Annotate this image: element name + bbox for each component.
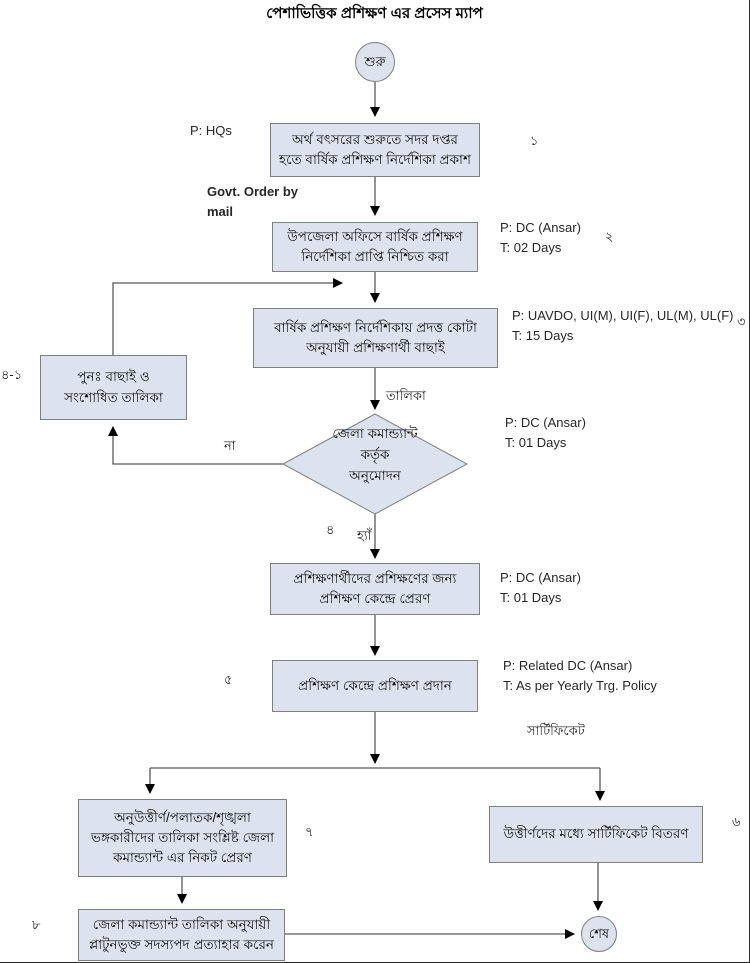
annotation-send-time: T: 01 Days <box>500 589 562 605</box>
annotation-approve-performer: P: DC (Ansar) <box>505 415 586 430</box>
step-withdraw-membership: জেলা কমান্ড্যান্ট তালিকা অনুযায়ী প্লাটু… <box>78 909 285 961</box>
step-number-3: ৩ <box>737 314 746 329</box>
decision-line-1: জেলা কমান্ড্যান্ট <box>332 426 418 441</box>
connector-revise-feedback <box>112 278 343 355</box>
step-training: প্রশিক্ষণ কেন্দ্রে প্রশিক্ষণ প্রদান <box>272 660 478 712</box>
step-number-5: ৫ <box>224 672 233 687</box>
annotation-send-performer: P: DC (Ansar) <box>500 570 581 585</box>
step-number-8: ৮ <box>32 917 41 932</box>
step-number-2: ২ <box>605 229 614 244</box>
page-title: পেশাভিত্তিক প্রশিক্ষণ এর প্রসেস ম্যাপ <box>266 5 483 22</box>
annotation-govt-order: Govt. Order by mail <box>207 184 299 219</box>
annotation-receive-time: T: 02 Days <box>500 239 562 255</box>
edge-label-no: না <box>224 438 236 453</box>
annotation-training-time: T: As per Yearly Trg. Policy <box>503 677 657 693</box>
start-terminal: শুরু <box>355 42 395 82</box>
annotation-training: P: Related DC (Ansar) T: As per Yearly T… <box>503 656 657 695</box>
connector-decision-no-to-revise <box>108 426 283 465</box>
step-number-1: ১ <box>530 133 539 148</box>
annotation-approve-time: T: 01 Days <box>505 434 567 450</box>
annotation-receive-performer: P: DC (Ansar) <box>500 220 581 235</box>
annotation-publish: P: HQs <box>190 121 232 141</box>
step-fail-list: অনুউত্তীর্ণ/পলাতক/শৃঙ্খলা ভঙ্গকারীদের তা… <box>78 799 287 877</box>
step-revise-list: পুনঃ বাছাই ও সংশোধিত তালিকা <box>40 355 187 420</box>
annotation-select-performer: P: UAVDO, UI(M), UI(F), UL(M), UL(F) <box>512 308 734 323</box>
step-receive-guideline: উপজেলা অফিসে বার্ষিক প্রশিক্ষণ নির্দেশিক… <box>272 222 478 272</box>
annotation-receive: P: DC (Ansar) T: 02 Days <box>500 218 581 257</box>
annotation-select-time: T: 15 Days <box>512 327 574 343</box>
step-distribute-certificates: উত্তীর্ণদের মধ্যে সার্টিফিকেট বিতরণ <box>489 806 703 863</box>
step-publish-guideline: অর্থ বৎসরের শুরুতে সদর দপ্তর হতে বার্ষিক… <box>270 123 480 177</box>
annotation-publish-performer: P: HQs <box>190 123 232 138</box>
decision-line-3: অনুমোদন <box>349 467 401 483</box>
step-number-4-1: ৪-১ <box>1 367 23 382</box>
step-number-7: ৭ <box>305 824 314 839</box>
annotation-select: P: UAVDO, UI(M), UI(F), UL(M), UL(F) T: … <box>512 306 733 345</box>
decision-line-2: কর্তৃক <box>360 446 390 462</box>
step-select-trainees: বার্ষিক প্রশিক্ষণ নির্দেশিকায় প্রদত্ত ক… <box>253 308 498 368</box>
step-send-to-center: প্রশিক্ষণার্থীদের প্রশিক্ষণের জন্য প্রশি… <box>270 563 480 615</box>
edge-label-certificate: সার্টিফিকেট <box>527 723 585 738</box>
step-number-6: ৬ <box>732 814 741 829</box>
step-number-4: ৪ <box>326 522 335 537</box>
end-terminal: শেষ <box>581 916 617 952</box>
annotation-approve: P: DC (Ansar) T: 01 Days <box>505 413 586 452</box>
edge-label-list: তালিকা <box>386 388 426 403</box>
decision-approval-diamond <box>281 413 469 515</box>
annotation-send: P: DC (Ansar) T: 01 Days <box>500 568 581 607</box>
annotation-training-performer: P: Related DC (Ansar) <box>503 658 633 673</box>
edge-label-yes: হ্যাঁ <box>357 528 372 543</box>
decision-approval-label: জেলা কমান্ড্যান্ট কর্তৃক অনুমোদন <box>300 424 450 487</box>
